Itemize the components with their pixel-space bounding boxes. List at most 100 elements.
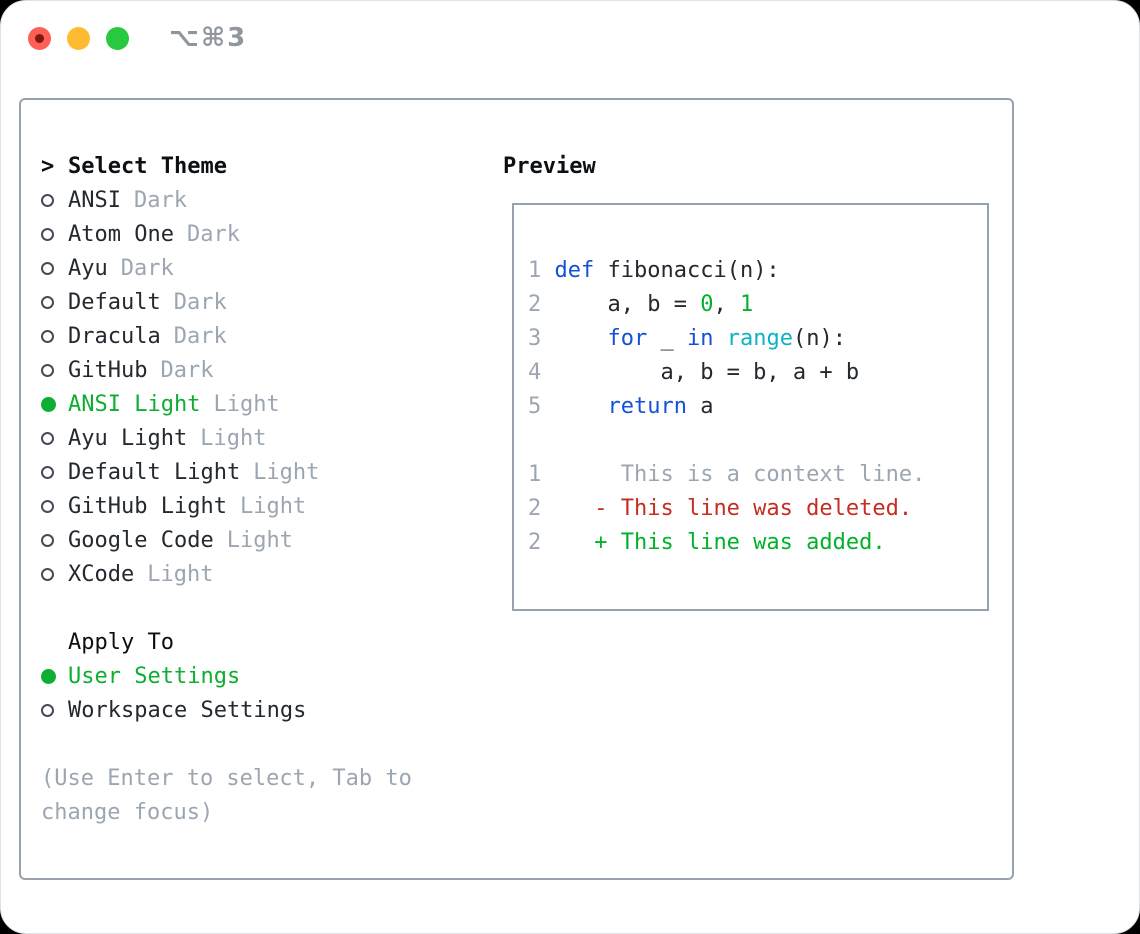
radio-icon bbox=[41, 567, 54, 581]
theme-variant: Light bbox=[213, 391, 280, 417]
theme-name: Dracula bbox=[68, 323, 161, 349]
minimize-button[interactable] bbox=[67, 27, 90, 50]
line-number: 2 bbox=[528, 291, 555, 317]
theme-option[interactable]: Atom One Dark bbox=[41, 217, 412, 251]
code-token bbox=[713, 326, 726, 351]
radio-cell bbox=[41, 499, 68, 513]
apply-option[interactable]: User Settings bbox=[41, 659, 412, 693]
code-token bbox=[555, 326, 608, 351]
radio-cell bbox=[41, 227, 68, 241]
theme-variant: Dark bbox=[186, 221, 240, 247]
code-token: (n): bbox=[792, 325, 846, 351]
code-token: in bbox=[686, 325, 714, 351]
code-token: def bbox=[554, 257, 595, 283]
theme-option[interactable]: Dracula Dark bbox=[41, 319, 412, 353]
close-modified-dot-icon bbox=[35, 34, 44, 43]
theme-name: ANSI Light bbox=[68, 391, 201, 417]
theme-option[interactable]: Google Code Light bbox=[41, 523, 412, 557]
radio-cell bbox=[41, 396, 68, 412]
close-button[interactable] bbox=[28, 27, 51, 50]
preview-header: Preview bbox=[503, 153, 596, 179]
radio-icon bbox=[41, 465, 54, 479]
theme-variant: Light bbox=[226, 527, 293, 553]
theme-option[interactable]: Ayu Dark bbox=[41, 251, 412, 285]
code-line: 5 return a bbox=[528, 389, 925, 423]
line-number: 2 bbox=[528, 495, 555, 521]
theme-variant: Dark bbox=[173, 289, 227, 315]
code-token: , bbox=[713, 291, 740, 317]
radio-cell bbox=[41, 431, 68, 445]
code-token: _ bbox=[647, 325, 687, 351]
theme-variant: Dark bbox=[120, 255, 174, 281]
radio-icon bbox=[41, 499, 54, 513]
line-number: 2 bbox=[528, 529, 555, 555]
code-line: 2 a, b = 0, 1 bbox=[528, 287, 925, 321]
radio-icon bbox=[41, 363, 54, 377]
radio-selected-icon bbox=[41, 668, 56, 684]
theme-name: GitHub bbox=[68, 357, 148, 383]
line-number: 4 bbox=[528, 359, 555, 385]
code-token: a, b = b, a + b bbox=[554, 359, 860, 385]
code-token: - This line was deleted. bbox=[554, 495, 913, 521]
code-line: 2 - This line was deleted. bbox=[528, 491, 925, 525]
apply-to-header-label: Apply To bbox=[68, 629, 174, 655]
theme-variant: Dark bbox=[133, 187, 187, 213]
radio-cell bbox=[41, 329, 68, 343]
radio-cell bbox=[41, 295, 68, 309]
code-line bbox=[528, 423, 925, 457]
theme-name: GitHub Light bbox=[68, 493, 227, 519]
theme-name: Atom One bbox=[68, 221, 174, 247]
theme-name: Ayu Light bbox=[68, 425, 188, 451]
theme-option[interactable]: ANSI Light Light bbox=[41, 387, 412, 421]
radio-icon bbox=[41, 261, 54, 275]
spacer-row bbox=[41, 727, 412, 761]
radio-icon bbox=[41, 431, 54, 445]
code-token: fibonacci(n): bbox=[594, 257, 780, 283]
radio-cell bbox=[41, 533, 68, 547]
theme-variant: Light bbox=[253, 459, 320, 485]
theme-name: Default Light bbox=[68, 459, 241, 485]
radio-icon bbox=[41, 329, 54, 343]
maximize-button[interactable] bbox=[106, 27, 129, 50]
code-token: return bbox=[607, 393, 687, 419]
code-token: range bbox=[726, 325, 793, 351]
theme-variant: Dark bbox=[173, 323, 227, 349]
radio-cell bbox=[41, 193, 68, 207]
code-token: This is a context line. bbox=[554, 461, 926, 487]
theme-list-header-label: Select Theme bbox=[68, 153, 227, 179]
code-line: 2 + This line was added. bbox=[528, 525, 925, 559]
radio-selected-icon bbox=[41, 396, 56, 412]
radio-cell bbox=[41, 703, 68, 717]
radio-icon bbox=[41, 703, 54, 717]
window-title: ⌥⌘3 bbox=[169, 23, 248, 53]
code-token bbox=[555, 394, 608, 419]
code-token: a bbox=[686, 393, 714, 419]
theme-option[interactable]: Default Light Light bbox=[41, 455, 412, 489]
spacer-row bbox=[41, 591, 412, 625]
apply-option[interactable]: Workspace Settings bbox=[41, 693, 412, 727]
theme-option[interactable]: ANSI Dark bbox=[41, 183, 412, 217]
line-number: 5 bbox=[528, 393, 555, 419]
help-line: (Use Enter to select, Tab to bbox=[41, 765, 412, 791]
line-number: 1 bbox=[528, 257, 555, 283]
radio-icon bbox=[41, 533, 54, 547]
apply-to-header: Apply To bbox=[41, 625, 412, 659]
theme-name: ANSI bbox=[68, 187, 121, 213]
code-token: for bbox=[607, 325, 648, 351]
theme-name: Ayu bbox=[68, 255, 108, 281]
theme-name: Google Code bbox=[68, 527, 214, 553]
radio-icon bbox=[41, 295, 54, 309]
